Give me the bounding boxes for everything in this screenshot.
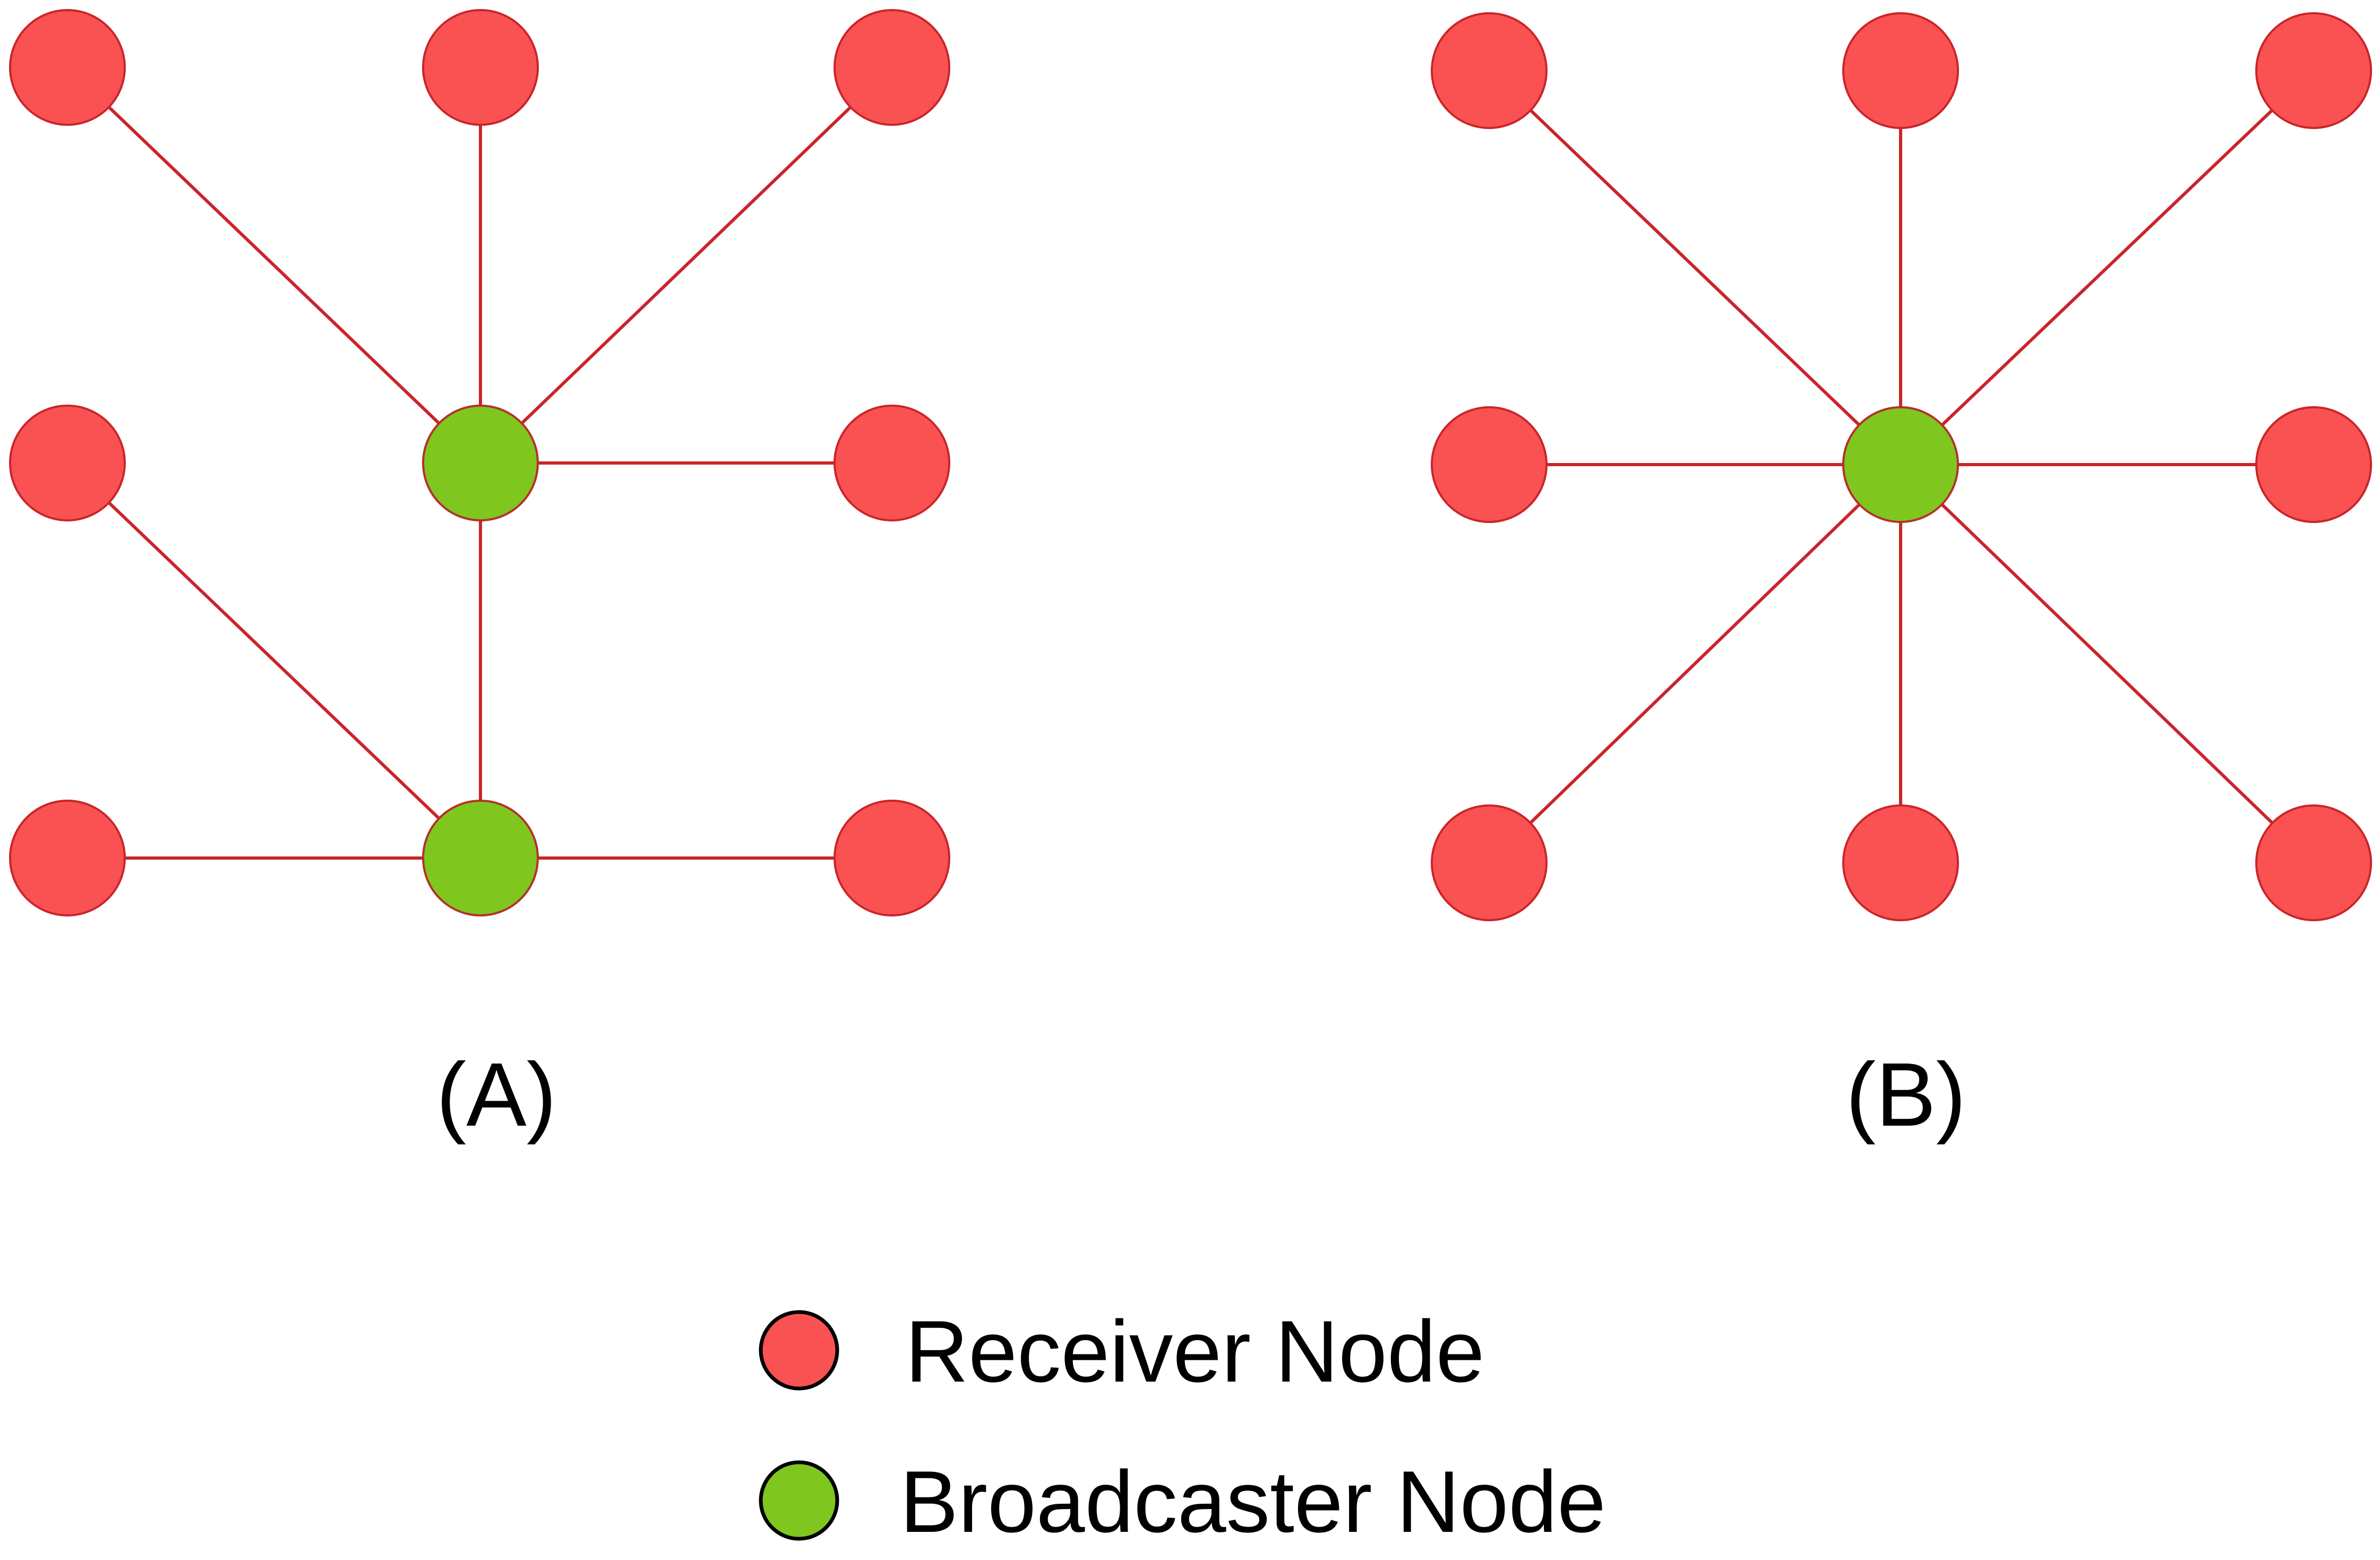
legend-receiver-label: Receiver Node (905, 1302, 1484, 1400)
panel-a-receiver-node-A-r1 (9, 9, 126, 126)
legend-broadcaster-marker (759, 1460, 839, 1541)
panel-a-edge-A-r1-A-b1 (107, 106, 451, 435)
legend: Receiver Node Broadcaster Node (759, 1302, 1606, 1550)
panel-b-receiver-node-B-r6 (1431, 804, 1548, 921)
panel-a-receiver-node-A-r6 (9, 800, 126, 916)
panel-b-edge-B-b1-B-r6 (1519, 503, 1861, 834)
panel-a-receiver-node-A-r4 (9, 405, 126, 521)
panel-a-broadcaster-node-A-b2 (422, 800, 539, 916)
panel-b-receiver-node-B-r8 (2255, 804, 2372, 921)
panel-b-label: (B) (1846, 1044, 1966, 1145)
legend-broadcaster-label: Broadcaster Node (900, 1453, 1606, 1550)
panel-b-receiver-node-B-r1 (1431, 12, 1548, 129)
panel-a-receiver-node-A-r3 (834, 9, 950, 126)
edges-layer (107, 106, 2284, 860)
panel-b-receiver-node-B-r2 (1842, 12, 1959, 129)
panel-b-receiver-node-B-r7 (1842, 804, 1959, 921)
panel-a-receiver-node-A-r5 (834, 405, 950, 521)
panel-a-receiver-node-A-r7 (834, 800, 950, 916)
panel-b-receiver-node-B-r5 (2255, 406, 2372, 523)
panel-b-edge-B-b1-B-r8 (1940, 503, 2284, 834)
panel-b-edge-B-r3-B-b1 (1930, 109, 2273, 436)
panel-b-receiver-node-B-r3 (2255, 12, 2372, 129)
nodes-layer (9, 9, 2372, 921)
panel-a-edge-A-r3-A-b1 (510, 106, 852, 435)
panel-b-receiver-node-B-r4 (1431, 406, 1548, 523)
panel-a-broadcaster-node-A-b1 (422, 405, 539, 521)
legend-receiver-marker (759, 1310, 839, 1391)
panel-b-broadcaster-node-B-b1 (1842, 406, 1959, 523)
panel-a-receiver-node-A-r2 (422, 9, 539, 126)
panel-a-edge-A-r4-A-b2 (107, 501, 451, 830)
panel-b-edge-B-r1-B-b1 (1529, 109, 1871, 436)
panel-a-label: (A) (436, 1044, 557, 1145)
